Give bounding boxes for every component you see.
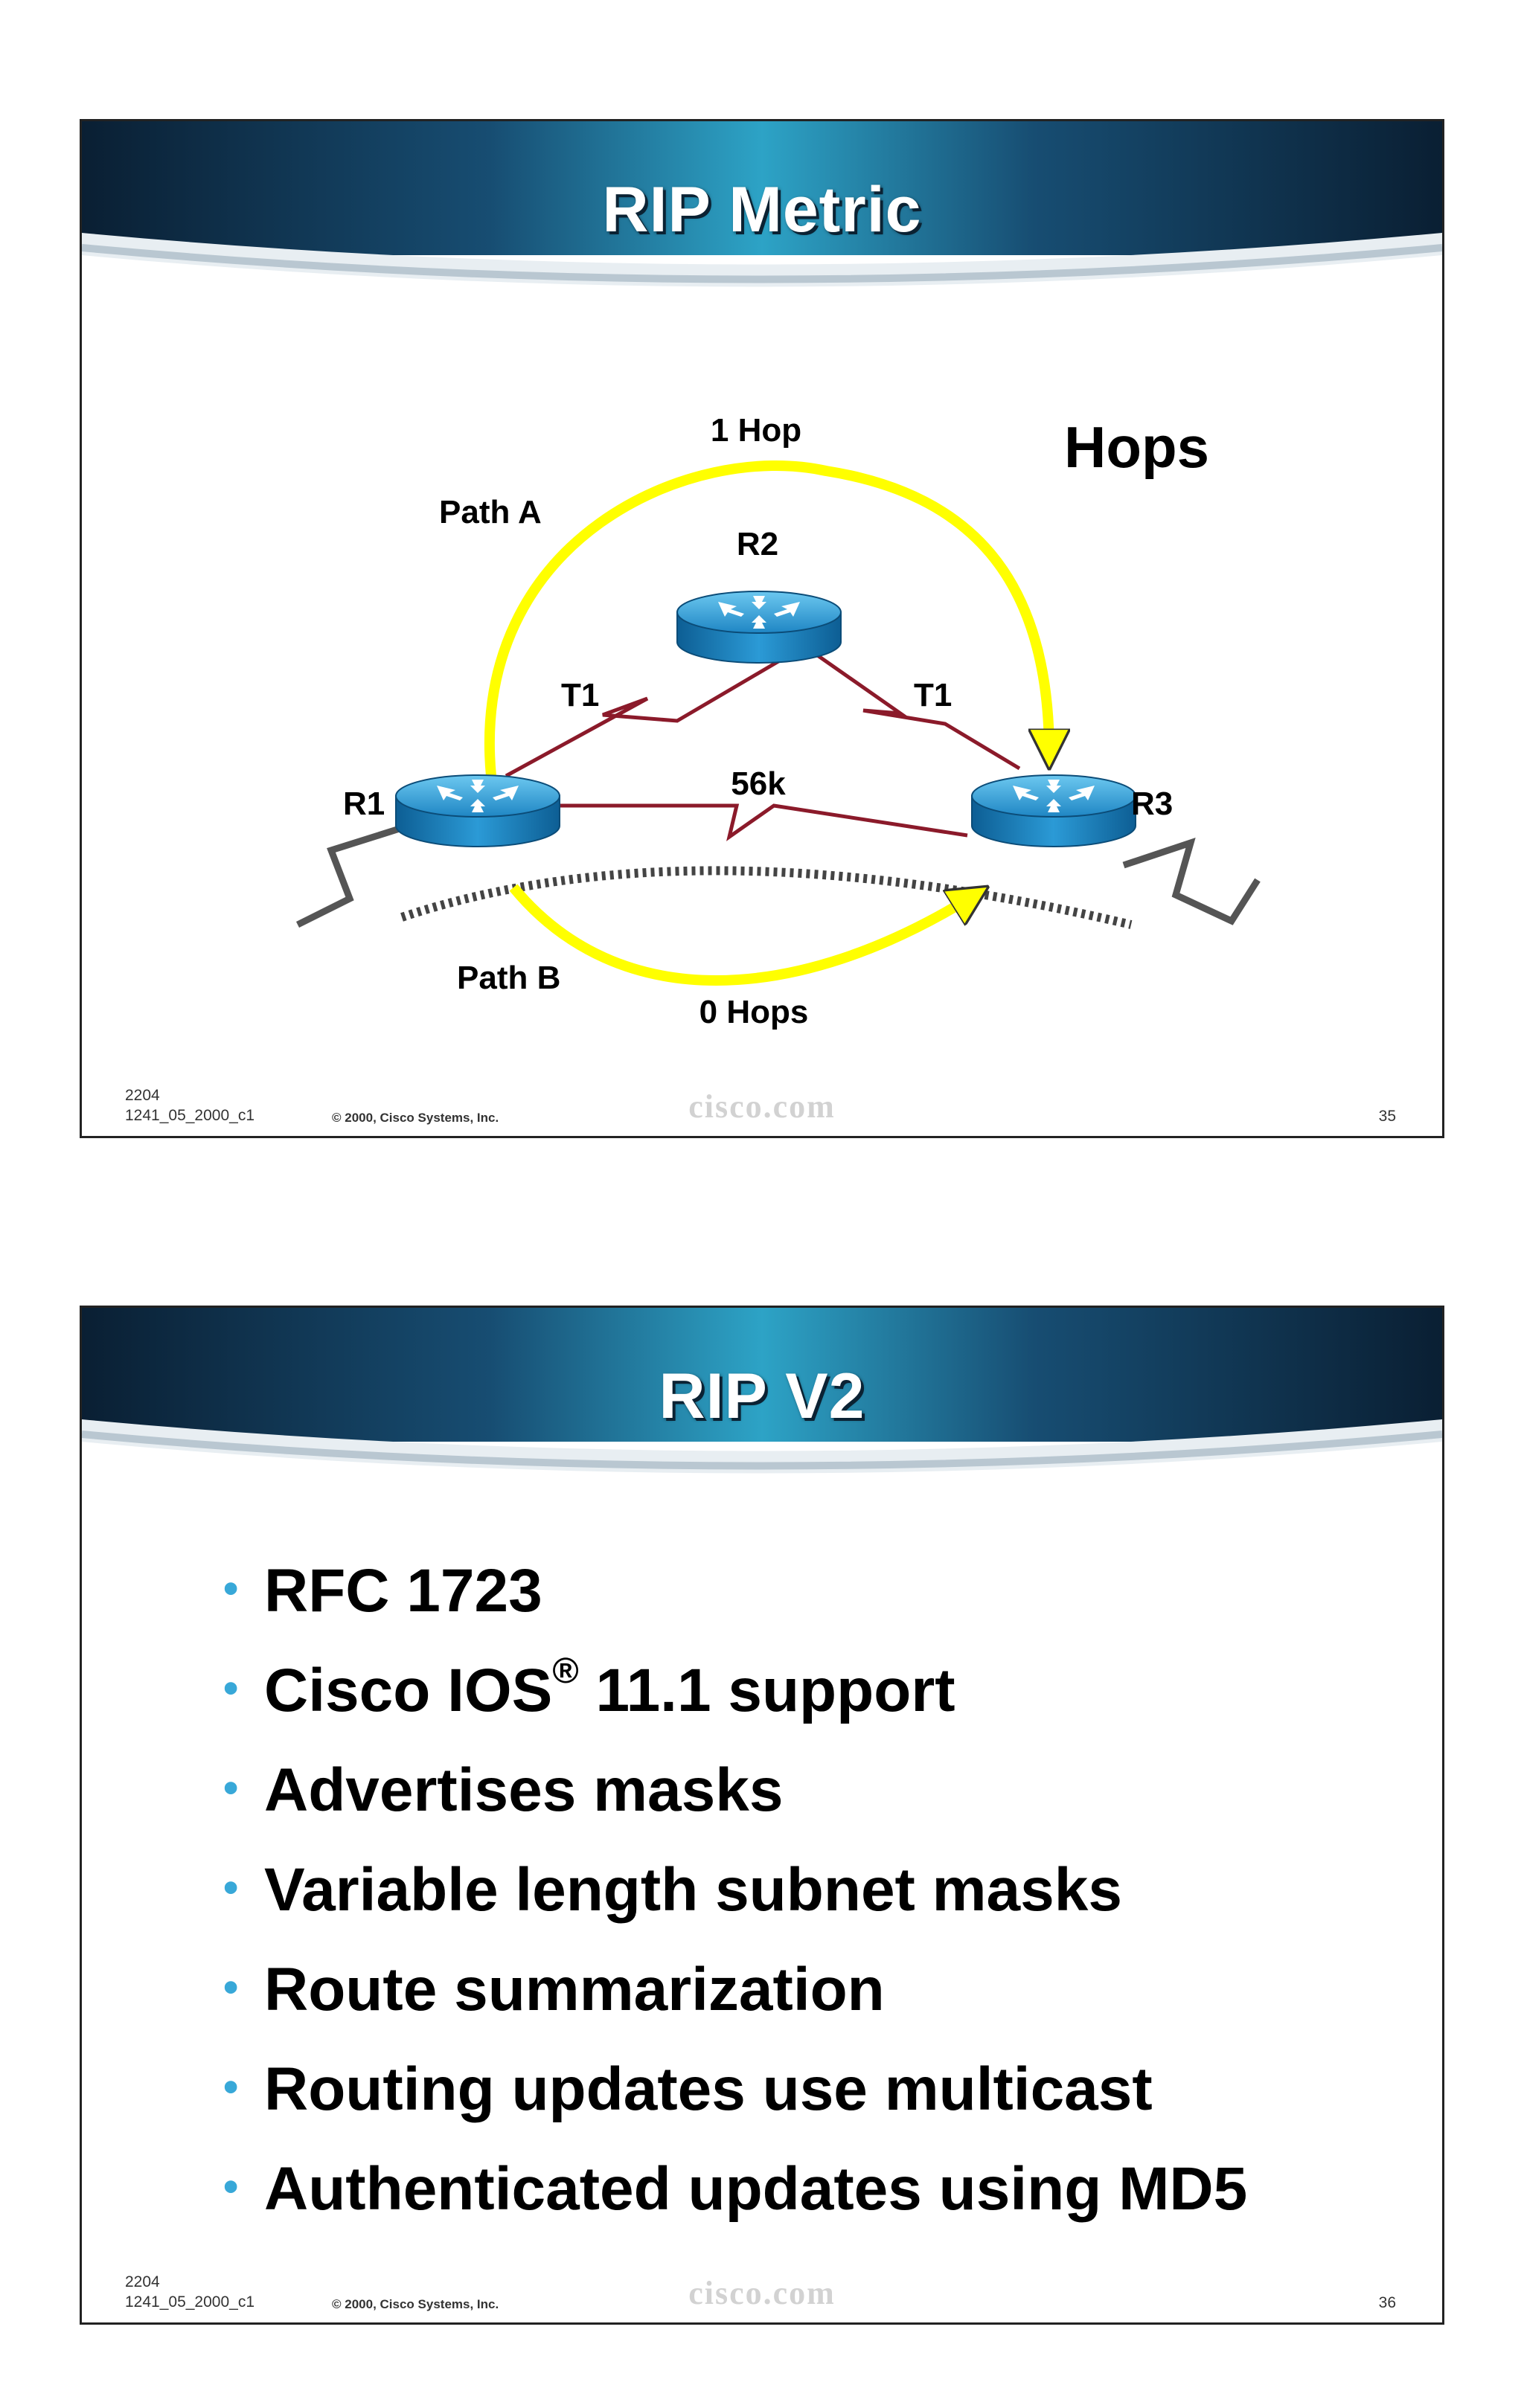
registered-mark: ® [552, 1651, 579, 1691]
router-r1-label: R1 [343, 786, 385, 822]
footer-course: 2204 [125, 1087, 160, 1104]
footer-course: 2204 [125, 2273, 160, 2290]
t1-link-r2-r3 [810, 649, 1021, 771]
footer-code: 1241_05_2000_c1 [125, 1107, 255, 1124]
bullet-dot-icon: • [223, 1962, 239, 2012]
path-b-dashed-arc [400, 866, 1133, 929]
path-b-label: Path B [457, 960, 560, 996]
t1-right-label: T1 [914, 677, 952, 713]
bullet-text: RFC 1723 [264, 1556, 542, 1625]
bullet-text: Advertises masks [264, 1756, 784, 1824]
footer-copyright: © 2000, Cisco Systems, Inc. [332, 2297, 499, 2311]
list-item: • Cisco IOS® 11.1 support [223, 1638, 1247, 1738]
footer-course-number: 2204 1241_05_2000_c1 [125, 2272, 254, 2312]
footer-page-number: 35 [1378, 1108, 1396, 1125]
path-a-arrow [484, 460, 1049, 777]
router-r2-label: R2 [737, 526, 778, 562]
footer-code: 1241_05_2000_c1 [125, 2293, 255, 2311]
router-r3-icon [971, 774, 1136, 847]
list-item: • RFC 1723 [223, 1538, 1247, 1638]
list-item: • Routing updates use multicast [223, 2037, 1247, 2136]
cisco-logo: cisco.com [688, 1088, 836, 1125]
list-item: • Authenticated updates using MD5 [223, 2136, 1247, 2236]
list-item: • Advertises masks [223, 1738, 1247, 1837]
bullet-dot-icon: • [223, 1663, 239, 1712]
ethernet-segment-r1 [295, 824, 403, 928]
t1-left-label: T1 [561, 677, 599, 713]
bullet-dot-icon: • [223, 1763, 239, 1812]
path-a-label: Path A [439, 494, 542, 530]
title-banner [82, 121, 1442, 287]
one-hop-label: 1 Hop [711, 412, 801, 449]
slide-rip-v2: RIP V2 • RFC 1723 • Cisco IOS® 11.1 suppor… [80, 1306, 1444, 2325]
t1-link-r1-r2 [505, 649, 798, 778]
bullet-list: • RFC 1723 • Cisco IOS® 11.1 support • Adve… [223, 1538, 1247, 2236]
link-56k-r1-r3 [528, 803, 968, 841]
slide-title: RIP Metric [602, 174, 922, 245]
bullet-dot-icon: • [223, 1863, 239, 1912]
bullet-dot-icon: • [223, 2062, 239, 2111]
title-banner [82, 1308, 1442, 1474]
footer-course-number: 2204 1241_05_2000_c1 [125, 1085, 254, 1126]
bullet-text: Route summarization [264, 1955, 885, 2023]
list-item: • Route summarization [223, 1937, 1247, 2037]
ethernet-segment-r3 [1122, 838, 1261, 925]
router-r3-label: R3 [1131, 786, 1173, 822]
bullet-text: Routing updates use multicast [264, 2055, 1153, 2123]
list-item: • Variable length subnet masks [223, 1837, 1247, 1937]
slide-title: RIP V2 [659, 1361, 865, 1432]
footer-page-number: 36 [1378, 2294, 1396, 2311]
footer-copyright: © 2000, Cisco Systems, Inc. [332, 1111, 499, 1125]
hops-label: Hops [1064, 414, 1209, 480]
slide-rip-metric: RIP Metric 1 Hop Hops Path A R2 T1 T1 R1… [80, 119, 1444, 1138]
rip-metric-diagram: 1 Hop Hops Path A R2 T1 T1 R1 56k R3 Pat… [295, 412, 1261, 1030]
bullet-text: Cisco IOS® 11.1 support [264, 1651, 955, 1724]
cisco-logo: cisco.com [688, 2275, 836, 2311]
bullet-dot-icon: • [223, 1564, 239, 1613]
link-56k-label: 56k [731, 765, 786, 802]
bullet-text: Variable length subnet masks [264, 1855, 1122, 1924]
path-b-arrow [509, 884, 975, 986]
zero-hops-label: 0 Hops [699, 994, 809, 1030]
bullet-text: Authenticated updates using MD5 [264, 2154, 1248, 2223]
bullet-dot-icon: • [223, 2162, 239, 2211]
router-r2-icon [676, 591, 842, 664]
router-r1-icon [395, 774, 560, 847]
